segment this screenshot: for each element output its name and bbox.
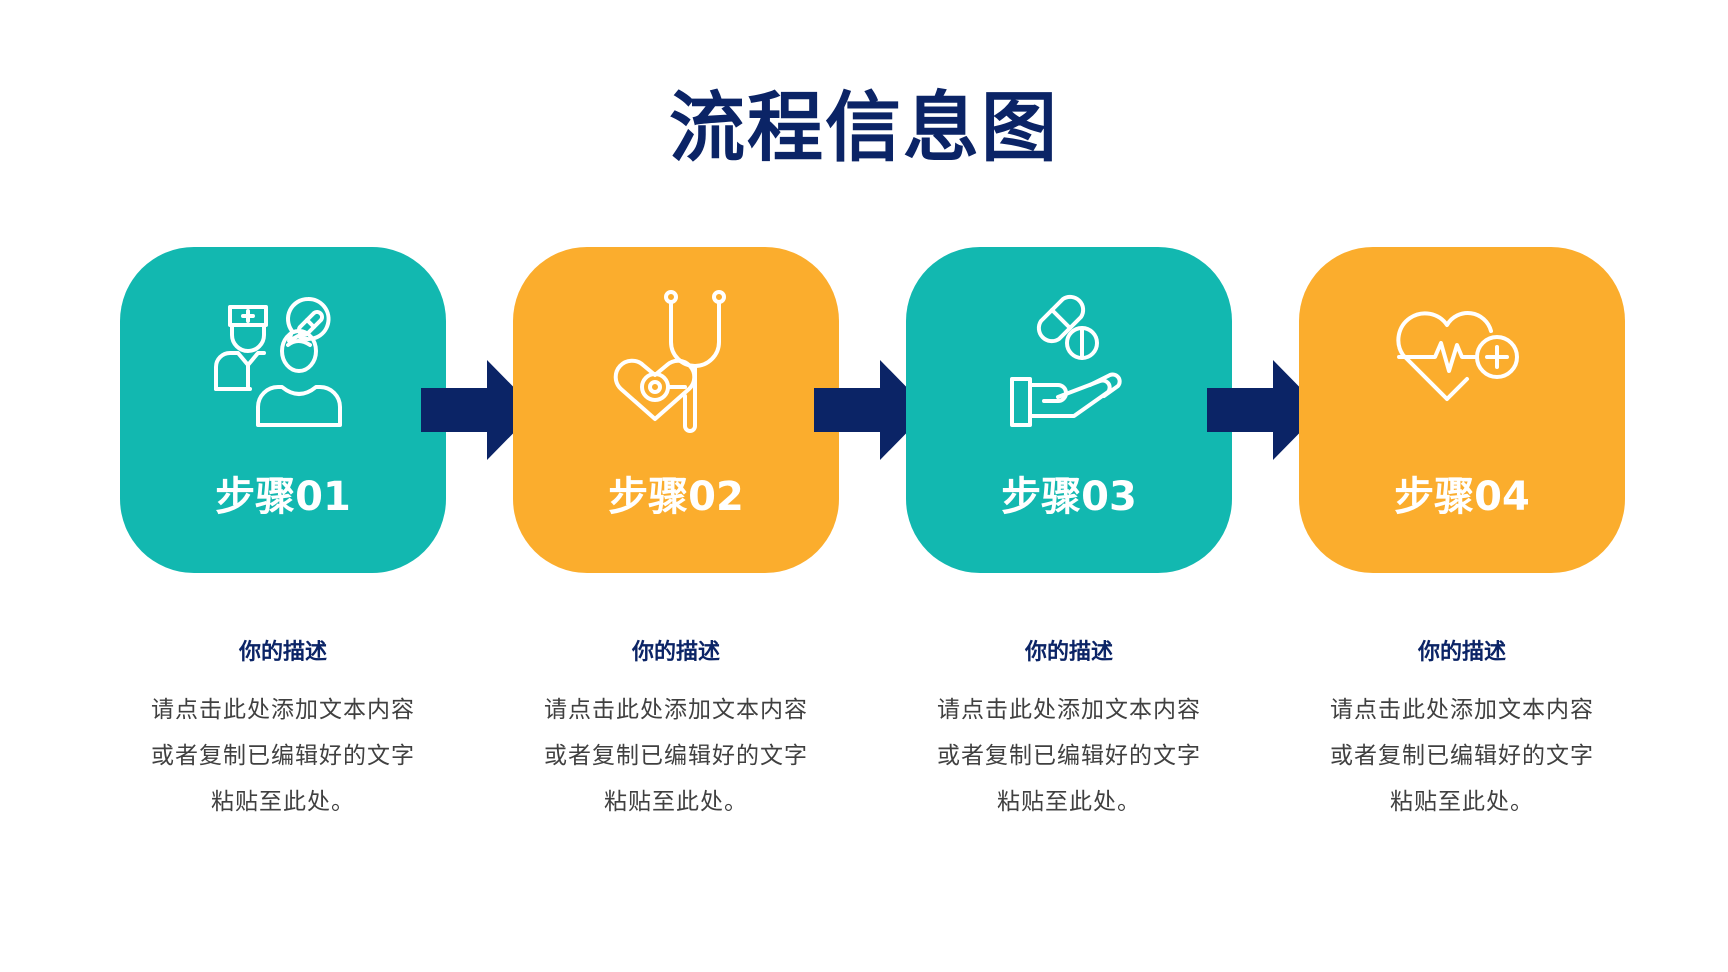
description-line: 粘贴至此处。 [1390,789,1534,815]
description-heading: 你的描述 [1417,640,1506,665]
step-description-2: 你的描述 请点击此处添加文本内容 或者复制已编辑好的文字 粘贴至此处。 [513,637,839,825]
step-label-2: 步骤02 [608,474,744,520]
hand-pills-icon [906,287,1232,437]
description-line: 或者复制已编辑好的文字 [937,743,1201,769]
step-card-1: 步骤01 [120,247,446,573]
step-card-2: 步骤02 [513,247,839,573]
description-line: 请点击此处添加文本内容 [544,697,808,723]
description-line: 请点击此处添加文本内容 [151,697,415,723]
step-description-1: 你的描述 请点击此处添加文本内容 或者复制已编辑好的文字 粘贴至此处。 [120,637,446,825]
arrow-right-icon [421,360,536,460]
description-line: 请点击此处添加文本内容 [1330,697,1594,723]
arrow-right-icon [814,360,929,460]
step-description-4: 你的描述 请点击此处添加文本内容 或者复制已编辑好的文字 粘贴至此处。 [1299,637,1625,825]
doctor-patient-icon [120,287,446,437]
description-body: 请点击此处添加文本内容 或者复制已编辑好的文字 粘贴至此处。 [120,687,446,825]
step-card-3: 步骤03 [906,247,1232,573]
step-label-3: 步骤03 [1001,474,1137,520]
description-line: 或者复制已编辑好的文字 [544,743,808,769]
page-title: 流程信息图 [669,83,1059,172]
description-line: 粘贴至此处。 [211,789,355,815]
description-line: 粘贴至此处。 [604,789,748,815]
arrow-right-icon [1207,360,1322,460]
description-body: 请点击此处添加文本内容 或者复制已编辑好的文字 粘贴至此处。 [513,687,839,825]
step-description-3: 你的描述 请点击此处添加文本内容 或者复制已编辑好的文字 粘贴至此处。 [906,637,1232,825]
heart-health-plus-icon [1299,287,1625,437]
description-line: 请点击此处添加文本内容 [937,697,1201,723]
step-label-1: 步骤01 [215,474,351,520]
description-heading: 你的描述 [631,640,720,665]
description-heading: 你的描述 [238,640,327,665]
stethoscope-heart-icon [513,287,839,437]
step-card-4: 步骤04 [1299,247,1625,573]
description-body: 请点击此处添加文本内容 或者复制已编辑好的文字 粘贴至此处。 [906,687,1232,825]
description-heading: 你的描述 [1024,640,1113,665]
description-line: 或者复制已编辑好的文字 [151,743,415,769]
description-line: 或者复制已编辑好的文字 [1330,743,1594,769]
description-body: 请点击此处添加文本内容 或者复制已编辑好的文字 粘贴至此处。 [1299,687,1625,825]
step-label-4: 步骤04 [1394,474,1530,520]
description-line: 粘贴至此处。 [997,789,1141,815]
